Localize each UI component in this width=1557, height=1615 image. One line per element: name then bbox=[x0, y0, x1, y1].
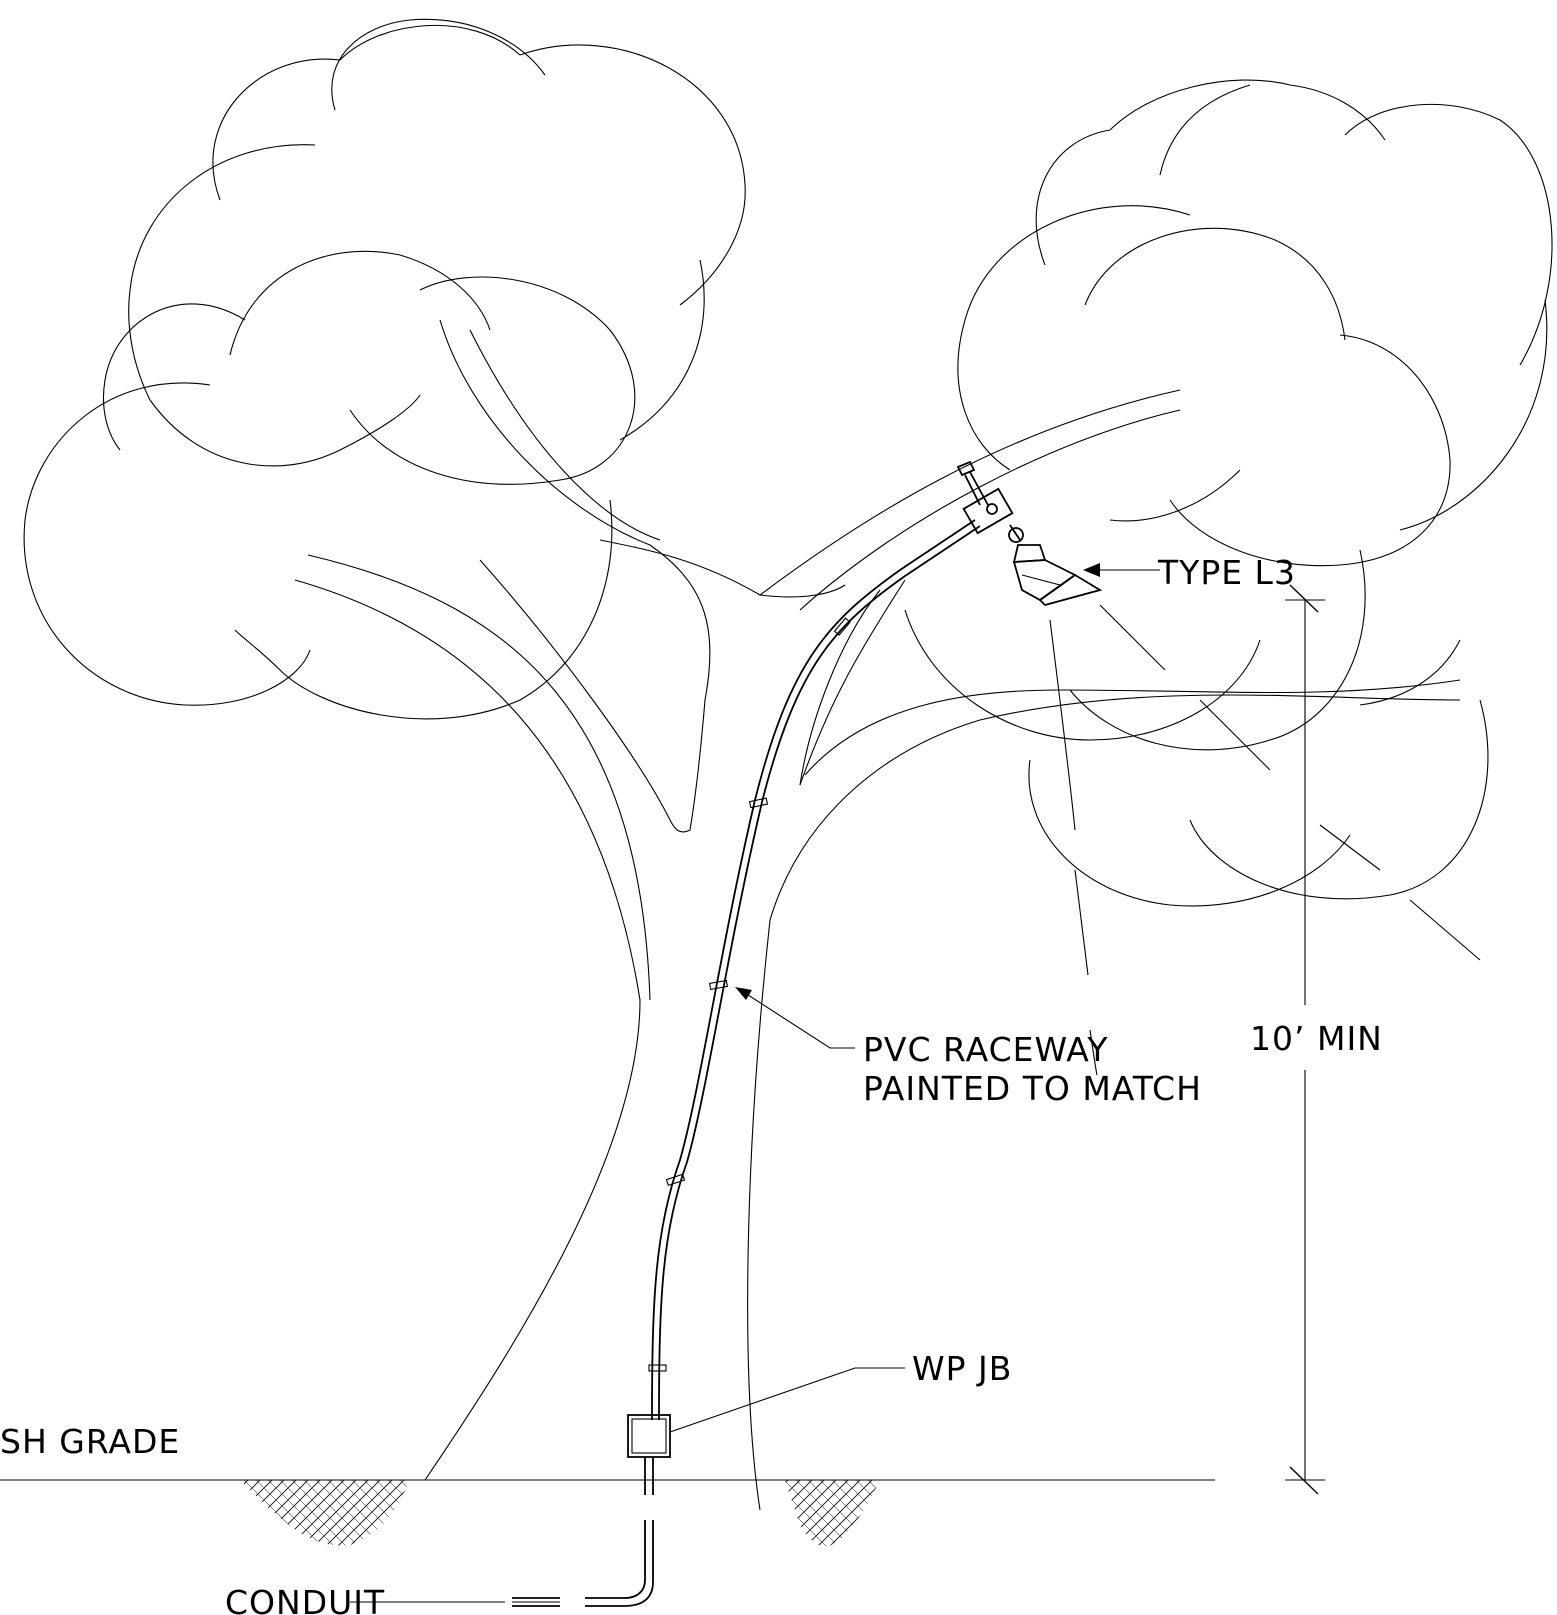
left-canopy bbox=[23, 18, 746, 720]
leader-lines bbox=[350, 563, 1160, 1603]
pvc-raceway bbox=[648, 519, 981, 1421]
underground-conduit bbox=[512, 1457, 654, 1607]
type-l3-fixture bbox=[956, 460, 1103, 607]
height-dimension bbox=[1285, 584, 1325, 1495]
label-finish-grade: SH GRADE bbox=[0, 1422, 180, 1461]
label-painted-to-match: PAINTED TO MATCH bbox=[863, 1069, 1202, 1108]
label-conduit: CONDUIT bbox=[225, 1583, 385, 1615]
label-pvc-raceway: PVC RACEWAY bbox=[863, 1030, 1108, 1069]
finish-grade-line bbox=[0, 1479, 1215, 1547]
right-canopy bbox=[904, 79, 1553, 907]
label-wp-jb: WP JB bbox=[912, 1349, 1012, 1388]
wp-junction-box bbox=[627, 1414, 671, 1458]
label-type-l3: TYPE L3 bbox=[1157, 553, 1296, 592]
tree-trunk bbox=[294, 319, 1481, 1511]
label-dimension: 10’ MIN bbox=[1250, 1019, 1383, 1058]
